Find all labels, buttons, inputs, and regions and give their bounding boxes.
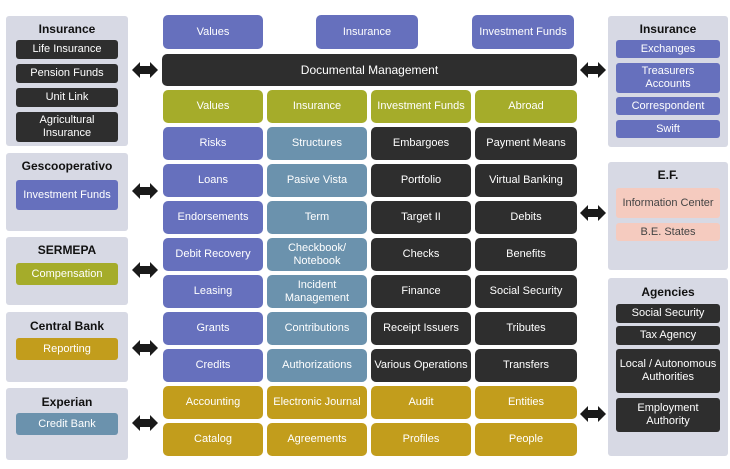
right-item-local-autonomous-authorities: Local / Autonomous Authorities <box>616 349 720 393</box>
right-item-employment-authority: Employment Authority <box>616 398 720 432</box>
right-item-swift: Swift <box>616 120 720 138</box>
right-item-exchanges: Exchanges <box>616 40 720 58</box>
left-item-compensation: Compensation <box>16 263 118 285</box>
grid-cell-transfers: Transfers <box>475 349 577 382</box>
grid-cell-grants: Grants <box>163 312 263 345</box>
grid-cell-contributions: Contributions <box>267 312 367 345</box>
grid-cell-audit: Audit <box>371 386 471 419</box>
left-panel-experian: Experian Credit Bank <box>6 388 128 460</box>
grid-cell-checks: Checks <box>371 238 471 271</box>
grid-cell-debit-recovery: Debit Recovery <box>163 238 263 271</box>
grid-cell-authorizations: Authorizations <box>267 349 367 382</box>
left-panel-central-bank: Central Bank Reporting <box>6 312 128 382</box>
grid-cell-credits: Credits <box>163 349 263 382</box>
grid-cell-benefits: Benefits <box>475 238 577 271</box>
grid-cell-insurance: Insurance <box>267 90 367 123</box>
left-panel-experian-title: Experian <box>41 395 93 409</box>
left-item-life-insurance: Life Insurance <box>16 40 118 59</box>
left-panel-insurance: Insurance Life Insurance Pension Funds U… <box>6 16 128 146</box>
grid-cell-social-security: Social Security <box>475 275 577 308</box>
left-item-pension-funds: Pension Funds <box>16 64 118 83</box>
top-box-insurance: Insurance <box>316 15 418 49</box>
right-item-social-security: Social Security <box>616 304 720 323</box>
grid-cell-finance: Finance <box>371 275 471 308</box>
left-item-agricultural-insurance: Agricultural Insurance <box>16 112 118 142</box>
left-panel-gescooperativo: Gescooperativo Investment Funds <box>6 153 128 231</box>
grid-cell-embargoes: Embargoes <box>371 127 471 160</box>
grid-cell-leasing: Leasing <box>163 275 263 308</box>
grid-cell-people: People <box>475 423 577 456</box>
left-panel-sermepa-title: SERMEPA <box>37 243 97 257</box>
double-arrow-icon <box>132 62 158 78</box>
grid-cell-endorsements: Endorsements <box>163 201 263 234</box>
grid-cell-portfolio: Portfolio <box>371 164 471 197</box>
grid-cell-checkbook-notebook: Checkbook/ Notebook <box>267 238 367 271</box>
right-panel-agencies: Agencies Social Security Tax Agency Loca… <box>608 278 728 456</box>
double-arrow-icon <box>132 262 158 278</box>
grid-cell-incident-management: Incident Management <box>267 275 367 308</box>
grid-cell-abroad: Abroad <box>475 90 577 123</box>
double-arrow-icon <box>132 183 158 199</box>
documental-management-bar: Documental Management <box>162 54 577 86</box>
grid-cell-catalog: Catalog <box>163 423 263 456</box>
grid-cell-tributes: Tributes <box>475 312 577 345</box>
right-item-be-states: B.E. States <box>616 223 720 241</box>
grid-cell-pasive-vista: Pasive Vista <box>267 164 367 197</box>
grid-cell-structures: Structures <box>267 127 367 160</box>
right-item-tax-agency: Tax Agency <box>616 326 720 345</box>
left-panel-central-bank-title: Central Bank <box>29 319 105 333</box>
left-item-investment-funds: Investment Funds <box>16 180 118 210</box>
left-panel-insurance-title: Insurance <box>38 22 96 36</box>
grid-cell-investment-funds: Investment Funds <box>371 90 471 123</box>
right-panel-insurance: Insurance Exchanges Treasurers Accounts … <box>608 16 728 147</box>
right-item-correspondent: Correspondent <box>616 97 720 115</box>
double-arrow-icon <box>580 62 606 78</box>
right-panel-ef: E.F. Information Center B.E. States <box>608 162 728 270</box>
left-item-credit-bank: Credit Bank <box>16 413 118 435</box>
grid-cell-entities: Entities <box>475 386 577 419</box>
grid-cell-term: Term <box>267 201 367 234</box>
grid-cell-payment-means: Payment Means <box>475 127 577 160</box>
right-panel-insurance-title: Insurance <box>639 22 697 36</box>
grid-cell-profiles: Profiles <box>371 423 471 456</box>
grid-cell-debits: Debits <box>475 201 577 234</box>
grid-cell-various-operations: Various Operations <box>371 349 471 382</box>
right-item-information-center: Information Center <box>616 188 720 218</box>
right-item-treasurers-accounts: Treasurers Accounts <box>616 63 720 93</box>
left-panel-gescooperativo-title: Gescooperativo <box>21 159 113 173</box>
top-box-values: Values <box>163 15 263 49</box>
grid-cell-values: Values <box>163 90 263 123</box>
double-arrow-icon <box>580 406 606 422</box>
grid-cell-receipt-issuers: Receipt Issuers <box>371 312 471 345</box>
grid-cell-accounting: Accounting <box>163 386 263 419</box>
top-box-investment-funds: Investment Funds <box>472 15 574 49</box>
double-arrow-icon <box>132 415 158 431</box>
grid-cell-risks: Risks <box>163 127 263 160</box>
grid-cell-agreements: Agreements <box>267 423 367 456</box>
double-arrow-icon <box>580 205 606 221</box>
right-panel-agencies-title: Agencies <box>641 285 695 299</box>
grid-cell-target-ii: Target II <box>371 201 471 234</box>
left-panel-sermepa: SERMEPA Compensation <box>6 237 128 305</box>
grid-cell-electronic-journal: Electronic Journal <box>267 386 367 419</box>
left-item-unit-link: Unit Link <box>16 88 118 107</box>
grid-cell-loans: Loans <box>163 164 263 197</box>
left-item-reporting: Reporting <box>16 338 118 360</box>
right-panel-ef-title: E.F. <box>657 168 679 182</box>
double-arrow-icon <box>132 340 158 356</box>
grid-cell-virtual-banking: Virtual Banking <box>475 164 577 197</box>
